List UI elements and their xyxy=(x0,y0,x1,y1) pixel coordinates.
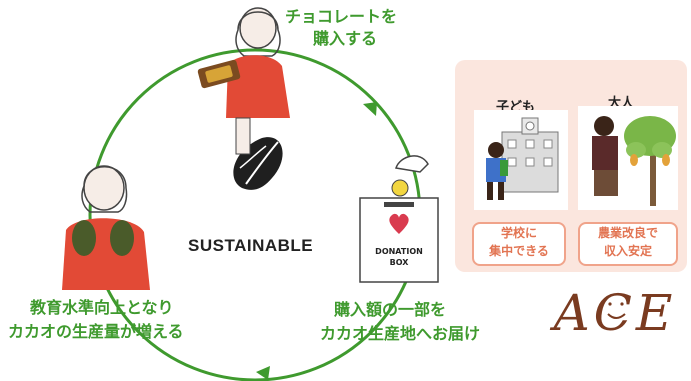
ace-logo: ACE xyxy=(550,284,677,342)
logo-face-smile xyxy=(607,313,626,319)
ace-logo-text: ACE xyxy=(550,284,677,342)
person-with-chocolate-illustration xyxy=(197,7,290,155)
school-scene xyxy=(474,110,568,210)
school-illustration xyxy=(486,117,559,200)
caption-education: 教育水準向上となり カカオの生産量が増える xyxy=(8,298,184,341)
sustainable-label: SUSTAINABLE xyxy=(188,236,314,255)
caption-buy-chocolate: チョコレートを 購入する xyxy=(285,7,398,48)
person-with-cacao-illustration xyxy=(62,165,150,290)
kids-result-box: 学校に 集中できる xyxy=(472,222,566,266)
farmer-illustration xyxy=(592,116,676,206)
caption-donate: 購入額の一部を カカオ生産地へお届け xyxy=(320,300,481,343)
logo-face-eye-right xyxy=(620,302,624,306)
arrow-head-top-right xyxy=(363,102,377,116)
logo-face-eye-left xyxy=(608,302,612,306)
donation-box-illustration xyxy=(359,155,439,283)
arrow-head-bottom xyxy=(256,366,270,380)
heart-icon xyxy=(389,213,409,234)
farm-scene xyxy=(578,106,678,210)
donation-box-label: DONATION BOX xyxy=(375,247,423,267)
adult-result-box: 農業改良で 収入安定 xyxy=(578,222,678,266)
